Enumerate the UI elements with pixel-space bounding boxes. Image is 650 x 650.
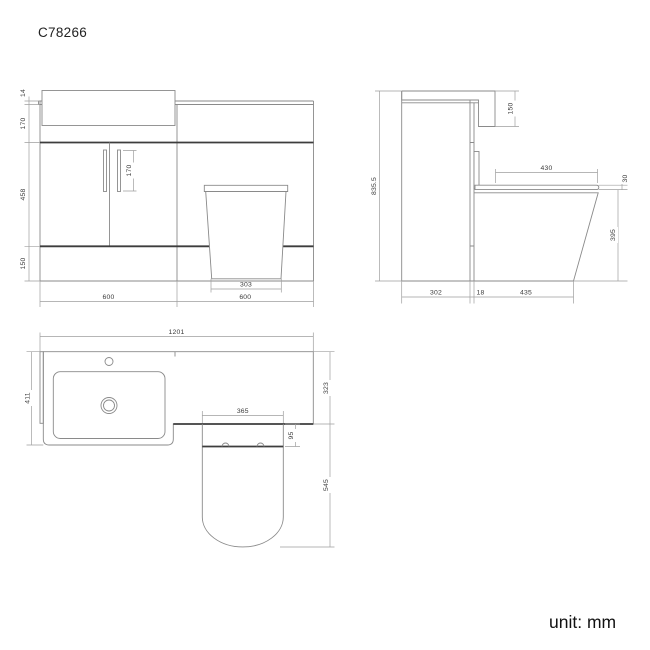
toilet-front (203, 184, 289, 280)
toilet-plan-outline (201, 424, 284, 548)
toilet-side-body (474, 192, 599, 282)
front-elevation-view: 14 170 458 150 170 303 600 600 (19, 87, 314, 307)
dim-seat-depth: 430 (541, 165, 553, 172)
seat-depth-dim-lines (495, 169, 598, 183)
front-bottom-dim-lines (39, 281, 314, 307)
dim-seat-thickness: 30 (622, 175, 629, 183)
dim-basin-unit-depth: 411 (25, 392, 32, 403)
dim-upper-section-height: 170 (20, 118, 27, 130)
dim-door-height: 458 (20, 189, 27, 201)
cabinet-side-profile (401, 91, 574, 282)
waste-inner (103, 399, 115, 412)
dim-handle-length: 170 (126, 165, 133, 177)
dim-vanity-width: 600 (103, 294, 115, 301)
dim-wc-unit-width: 600 (239, 294, 251, 301)
unit-note: unit: mm (549, 612, 616, 632)
basin-front (41, 90, 176, 126)
drawing-code: C78266 (38, 25, 87, 40)
door-handle-left (103, 149, 107, 192)
door-handle-right (117, 149, 121, 192)
front-left-dim-lines (24, 96, 40, 282)
dim-pan-projection-side: 435 (520, 290, 532, 297)
dim-overall-width: 1201 (169, 329, 185, 336)
tap-hole (104, 357, 114, 366)
dim-pan-base-width: 303 (240, 281, 252, 288)
pan-width-plan-dim-lines (201, 411, 284, 423)
dim-plinth-height: 150 (20, 258, 27, 270)
dim-basin-height: 150 (508, 103, 515, 115)
side-panel-plan (39, 351, 44, 424)
waste-outer (100, 397, 118, 414)
overall-width-dim-lines (39, 332, 314, 352)
plan-right-dim-lines (280, 351, 335, 548)
plan-view: 1201 411 323 545 365 95 (23, 329, 335, 548)
cabinet-outline-front (39, 101, 314, 282)
worktop-plan-outline (42, 351, 314, 446)
handle-side-profile (473, 151, 480, 189)
dim-seat-setback: 95 (288, 432, 295, 440)
dim-worktop-thickness: 14 (20, 89, 27, 97)
basin-bowl-plan (52, 371, 166, 439)
pan-width-dim-lines (210, 278, 282, 293)
worktop-front (38, 100, 314, 105)
toilet-seat-side (474, 184, 600, 191)
dim-pan-projection-plan: 545 (323, 479, 330, 491)
pan-height-dim-lines (573, 189, 628, 282)
dim-pan-width: 365 (237, 408, 249, 415)
side-bottom-dim-lines (401, 281, 574, 304)
seat-hinges (221, 442, 265, 447)
overall-height-dim-lines (375, 90, 402, 282)
dim-overall-height: 835.5 (371, 177, 378, 195)
basin-side-profile (401, 90, 496, 127)
dim-gap: 18 (477, 290, 485, 297)
dim-pan-height: 395 (610, 229, 617, 241)
dim-worktop-depth: 323 (323, 382, 330, 394)
dim-cabinet-depth: 302 (430, 290, 442, 297)
side-elevation-view: 150 430 30 395 835.5 302 18 435 (370, 90, 630, 304)
